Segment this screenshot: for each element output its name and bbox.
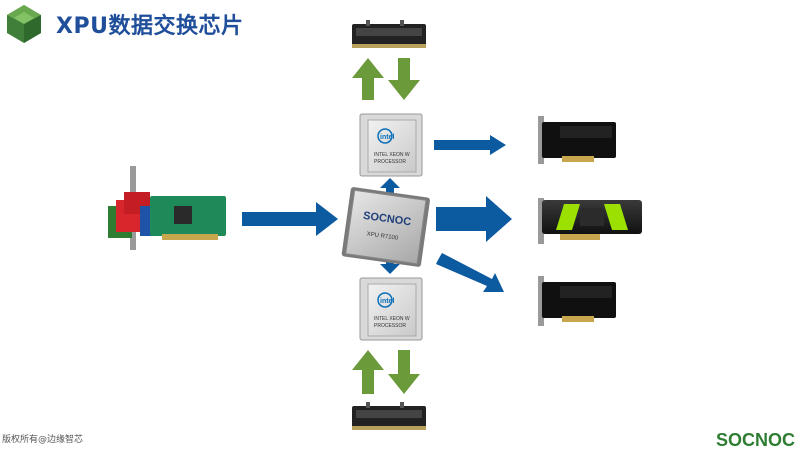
logo-icon (7, 5, 41, 43)
cpu-top: intel INTEL XEON W PROCESSOR (359, 113, 423, 177)
memory-module-top (352, 20, 426, 48)
right-arrow-icon (436, 253, 504, 292)
green-arrows-top (352, 58, 420, 100)
down-arrow-icon (388, 58, 420, 100)
down-arrow-icon (388, 350, 420, 394)
cpu-bottom: intel INTEL XEON W PROCESSOR (359, 277, 423, 341)
page-title: XPU数据交换芯片 (56, 14, 244, 39)
down-arrow-icon (380, 258, 400, 274)
footer-brand: SOCNOC (716, 430, 796, 450)
up-arrow-icon (352, 350, 384, 394)
cpu-top-line1: INTEL XEON W (374, 152, 410, 158)
right-arrow-icon (436, 196, 512, 242)
memory-module-bottom (352, 402, 426, 430)
nvme-card-top (538, 116, 616, 164)
cpu-top-line2: PROCESSOR (374, 159, 406, 165)
network-card (108, 166, 226, 250)
cpu-bottom-line2: PROCESSOR (374, 323, 406, 329)
xpu-switch-chip: SOCNOC XPU R7100 (341, 187, 430, 267)
nvme-card-bottom (538, 276, 616, 326)
right-arrow-icon (434, 135, 506, 155)
switch-chip-model: XPU R7100 (366, 231, 399, 241)
cpu-bottom-brand: intel (380, 298, 394, 305)
green-arrows-bottom (352, 350, 420, 394)
up-arrow-icon (352, 58, 384, 100)
copyright-text: 版权所有@边缘智芯 (2, 435, 84, 445)
up-arrow-icon (380, 178, 400, 196)
cpu-bottom-line1: INTEL XEON W (374, 316, 410, 322)
cpu-top-brand: intel (380, 134, 394, 141)
gpu-card (538, 198, 642, 244)
right-arrow-icon (242, 202, 338, 236)
